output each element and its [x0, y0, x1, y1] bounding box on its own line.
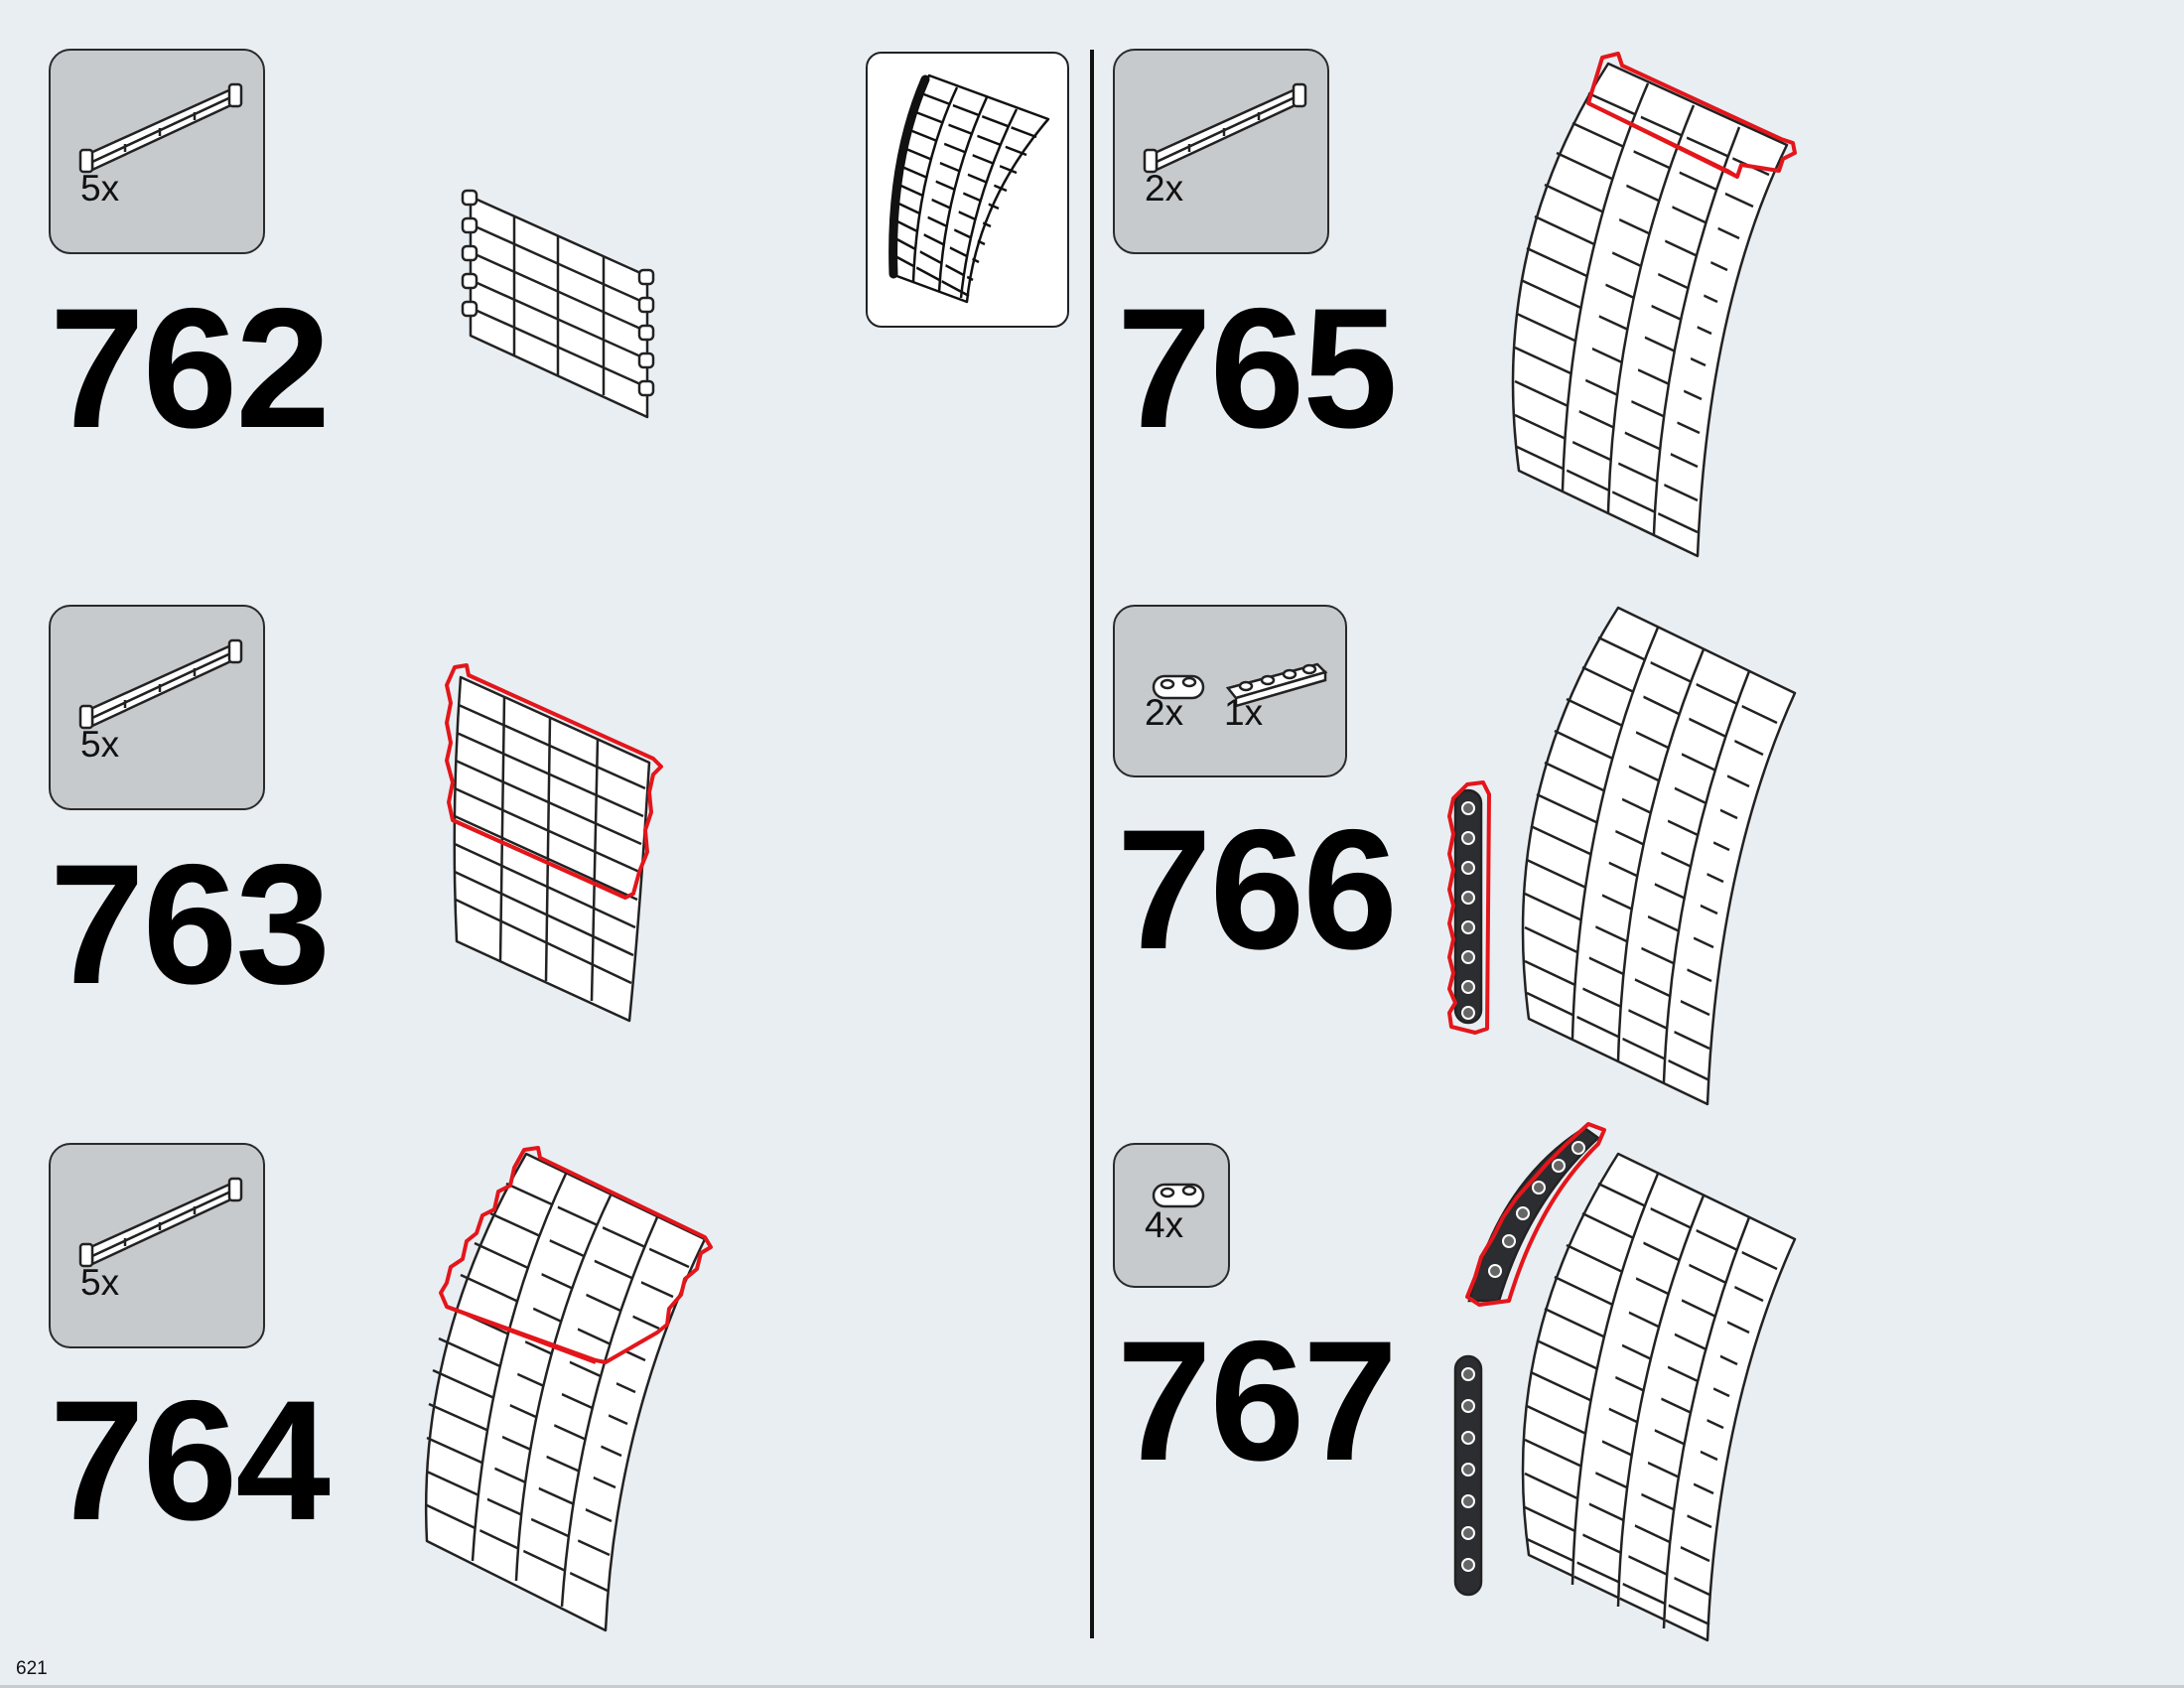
parts-callout: 4x — [1113, 1143, 1230, 1288]
assembly-model-illustration — [445, 663, 663, 1023]
step-number: 766 — [1117, 794, 1398, 985]
assembly-model-illustration — [1511, 52, 1797, 558]
step-number: 762 — [50, 273, 331, 464]
fence-rail-part-icon — [78, 82, 243, 174]
assembly-model-illustration — [1447, 606, 1797, 1106]
part-quantity: 5x — [80, 1262, 120, 1303]
part-quantity: 5x — [80, 168, 120, 209]
part-quantity: 5x — [80, 724, 120, 765]
parts-callout: 2x — [1113, 49, 1329, 254]
parts-callout: 5x — [49, 1143, 265, 1348]
assembly-model-illustration — [1453, 1122, 1797, 1642]
plate-1x4-part-icon — [1225, 662, 1328, 708]
step-number: 767 — [1117, 1306, 1398, 1496]
fence-rail-part-icon — [78, 638, 243, 730]
parts-callout: 5x — [49, 49, 265, 254]
parts-callout: 2x 1x — [1113, 605, 1347, 777]
step-number: 763 — [50, 829, 331, 1020]
part-quantity: 2x — [1145, 692, 1184, 733]
parts-callout: 5x — [49, 605, 265, 810]
step-number: 765 — [1117, 273, 1398, 464]
part-quantity: 1x — [1224, 692, 1264, 733]
footer-rule — [0, 1685, 2184, 1688]
assembly-model-illustration — [461, 189, 655, 419]
column-divider — [1090, 50, 1094, 1638]
part-quantity: 2x — [1145, 168, 1184, 209]
fence-rail-part-icon — [78, 1177, 243, 1268]
submodel-preview-callout — [866, 52, 1069, 328]
submodel-preview-illustration — [888, 73, 1050, 304]
step-number: 764 — [50, 1365, 331, 1556]
page-number: 621 — [16, 1658, 48, 1679]
round-plate-1x2-part-icon — [1152, 1183, 1205, 1208]
part-quantity: 4x — [1145, 1204, 1184, 1245]
round-plate-1x2-part-icon — [1152, 674, 1205, 700]
fence-rail-part-icon — [1143, 82, 1307, 174]
assembly-model-illustration — [424, 1146, 713, 1632]
